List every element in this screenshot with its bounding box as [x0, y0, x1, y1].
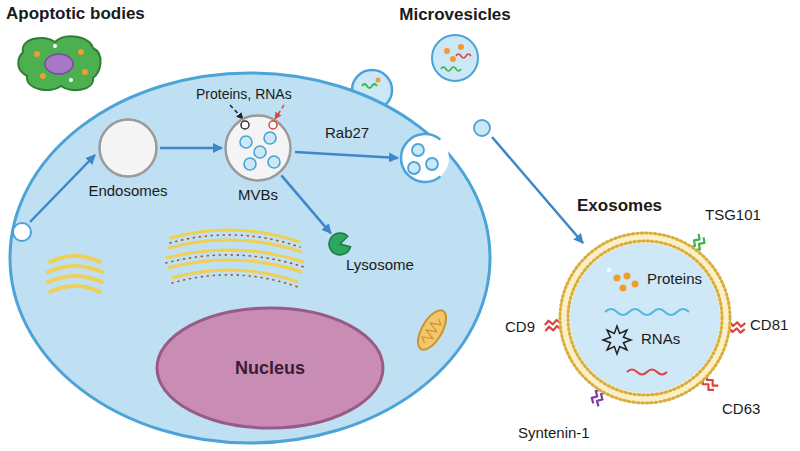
pathway-arrow	[160, 147, 222, 150]
sorting-arrow	[230, 105, 243, 119]
node-label: Endosomes	[88, 182, 167, 199]
marker-label: CD9	[505, 318, 535, 335]
exosome-circle-shape	[557, 230, 733, 406]
node-label: Nucleus	[235, 358, 305, 379]
microvesicle-shape	[430, 33, 480, 83]
mvb-circle: MVBs	[224, 114, 292, 182]
node-heading: Microvesicles	[399, 5, 511, 25]
node-heading: Exosomes	[577, 196, 662, 216]
mvb-circle-shape	[224, 114, 292, 182]
released-vesicle	[474, 120, 490, 136]
content-label: Proteins	[647, 270, 702, 287]
pathway-arrow	[281, 175, 331, 233]
endoplasmic-reticulum	[166, 230, 304, 287]
endosome-circle-shape	[98, 118, 158, 178]
cell-body	[10, 73, 490, 443]
marker-label: TSG101	[705, 206, 761, 223]
marker-label: Syntenin-1	[518, 424, 590, 441]
golgi-stack	[48, 256, 102, 292]
lysosome-symbol: Lysosome	[328, 232, 352, 256]
endocytosis-pit	[13, 155, 95, 241]
node-label: Lysosome	[346, 256, 414, 273]
node-label: MVBs	[238, 186, 278, 203]
release-arrow	[492, 137, 583, 243]
node-heading: Apoptotic bodies	[6, 4, 145, 24]
apoptotic-body-shape	[15, 32, 103, 92]
microvesicle: Microvesicles	[430, 33, 480, 83]
secretion-arrow	[295, 152, 398, 158]
marker-label: CD81	[750, 316, 788, 333]
exosome-circle: ExosomesProteinsRNAs	[557, 230, 733, 406]
content-label: RNAs	[641, 330, 680, 347]
secretion-pocket	[401, 134, 449, 182]
cargo-label: Proteins, RNAs	[196, 86, 292, 102]
sorting-arrow	[275, 105, 284, 119]
endosome-circle: Endosomes	[98, 118, 158, 178]
nucleus-ellipse: Nucleus	[155, 306, 385, 430]
lysosome-symbol-shape	[328, 232, 352, 256]
marker-label: CD63	[722, 400, 760, 417]
protein-label: Rab27	[325, 124, 369, 141]
apoptotic-body: Apoptotic bodies	[15, 32, 103, 92]
mitochondrion	[412, 306, 451, 354]
